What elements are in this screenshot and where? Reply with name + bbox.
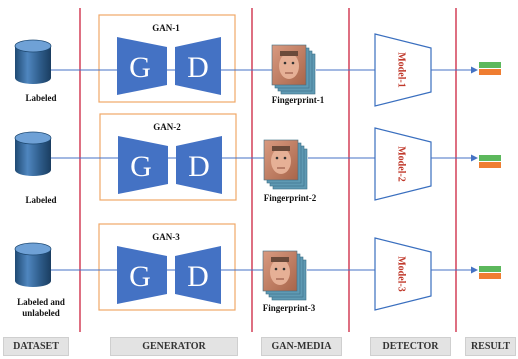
result-bar-bottom xyxy=(479,162,501,168)
result-bar-top xyxy=(479,266,501,272)
fingerprint-label: Fingerprint-3 xyxy=(263,303,316,313)
dataset-label: unlabeled xyxy=(22,308,60,318)
gan-title: GAN-3 xyxy=(152,232,180,242)
dataset-cylinder-icon xyxy=(14,242,52,287)
dataset-label: Labeled and xyxy=(17,297,65,307)
fingerprint-label: Fingerprint-1 xyxy=(272,95,325,105)
gan-box xyxy=(98,14,236,103)
generator-block xyxy=(117,246,167,304)
dataset-label: Labeled xyxy=(25,195,56,205)
pipeline-row-2: Labeled GAN-2G D Fingerprint-2 Model-2 xyxy=(14,113,501,205)
gan-box xyxy=(98,223,236,311)
dataset-cylinder-icon xyxy=(14,39,52,84)
fingerprint-label: Fingerprint-2 xyxy=(264,193,317,203)
detector-model-block xyxy=(374,127,432,201)
result-bar-bottom xyxy=(479,273,501,279)
generator-block xyxy=(117,37,167,95)
column-label-dataset: DATASET xyxy=(3,337,69,356)
column-label-result: RESULT xyxy=(465,337,516,356)
discriminator-letter: D xyxy=(188,150,210,183)
detector-model-label: Model-1 xyxy=(396,52,407,88)
column-label-generator: GENERATOR xyxy=(110,337,238,356)
pipeline-row-1: Labeled GAN-1G D Fingerprint-1 Model-1 xyxy=(14,14,501,107)
dataset-label: Labeled xyxy=(25,93,56,103)
face-icon xyxy=(271,148,291,174)
result-bar-top xyxy=(479,62,501,68)
generator-letter: G xyxy=(129,51,151,84)
column-label-gan-media: GAN-MEDIA xyxy=(261,337,342,356)
generator-letter: G xyxy=(129,260,151,293)
fingerprint-image-stack xyxy=(262,250,307,301)
discriminator-block xyxy=(175,246,221,304)
detector-model-label: Model-3 xyxy=(396,256,407,292)
column-label-detector: DETECTOR xyxy=(370,337,451,356)
detector-model-label: Model-2 xyxy=(396,146,407,182)
fingerprint-image-stack xyxy=(271,44,316,95)
discriminator-block xyxy=(176,136,222,194)
gan-box xyxy=(99,113,237,201)
fingerprint-image-stack xyxy=(263,139,308,190)
generator-block xyxy=(118,136,168,194)
generator-letter: G xyxy=(130,150,152,183)
face-icon xyxy=(270,259,290,285)
detector-model-block xyxy=(374,33,432,107)
result-bar-top xyxy=(479,155,501,161)
face-icon xyxy=(279,53,299,79)
column-dividers xyxy=(79,8,457,332)
discriminator-letter: D xyxy=(187,51,209,84)
gan-title: GAN-2 xyxy=(153,122,181,132)
detector-model-block xyxy=(374,237,432,311)
gan-title: GAN-1 xyxy=(152,23,180,33)
discriminator-block xyxy=(175,37,221,95)
dataset-cylinder-icon xyxy=(14,131,52,176)
result-bar-bottom xyxy=(479,69,501,75)
discriminator-letter: D xyxy=(187,260,209,293)
